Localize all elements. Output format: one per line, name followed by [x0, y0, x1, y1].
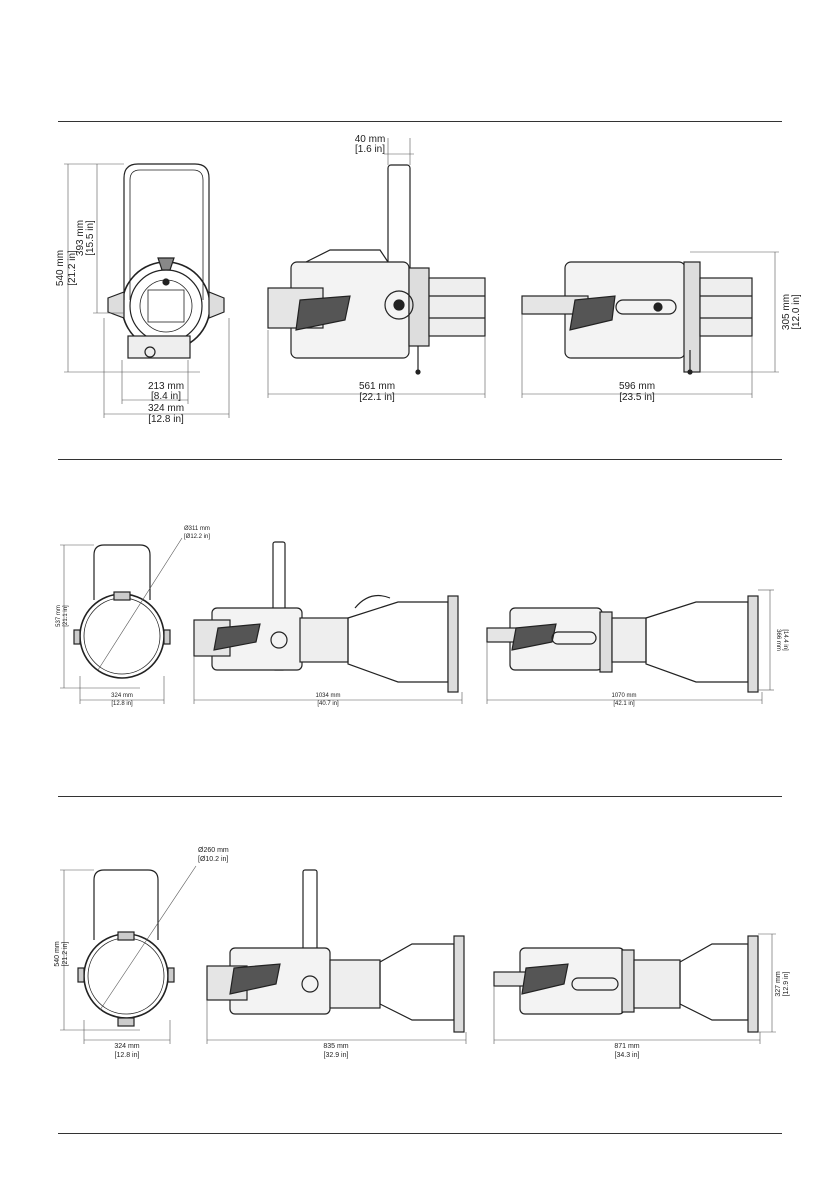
s2-front-height-in: [21.1 in] — [63, 605, 69, 627]
s1-side-b-dimensions — [521, 251, 779, 398]
s1-side-a-yoke-width-in: [1.6 in] — [355, 144, 385, 155]
s1-side-b-length-in: [23.5 in] — [619, 392, 655, 403]
s1-front-width-body-in: [8.4 in] — [151, 391, 181, 402]
s2-side-a-view — [193, 541, 459, 693]
s3-side-b-height-in: [12.9 in] — [783, 971, 790, 996]
s1-side-a-yoke-width: 40 mm — [355, 134, 386, 145]
s2-side-b-height-in: [14.4 in] — [782, 629, 788, 651]
s2-side-b-dimensions — [486, 589, 774, 704]
section-divider-1 — [58, 121, 782, 122]
section-divider-bottom — [58, 1133, 782, 1134]
s2-front-dimensions — [60, 537, 183, 704]
s1-front-width-total-in: [12.8 in] — [148, 414, 184, 425]
s1-front-width-total: 324 mm — [148, 403, 184, 414]
s2-side-a-dimensions — [193, 656, 463, 704]
s3-side-a-length-in: [32.9 in] — [324, 1052, 349, 1059]
s2-front-diameter-in: [Ø12.2 in] — [184, 534, 210, 540]
s3-front-diameter-in: [Ø10.2 in] — [198, 856, 228, 863]
s2-side-b-height: 366 mm — [775, 629, 781, 651]
s3-front-width: 324 mm — [114, 1043, 139, 1050]
s1-front-height-yoke-in: [15.5 in] — [85, 220, 96, 256]
s1-side-a-dimensions — [267, 138, 486, 398]
s3-front-diameter: Ø260 mm — [198, 847, 229, 854]
s2-side-a-length-in: [40.7 in] — [317, 701, 339, 707]
s3-front-height-in: [21.2 in] — [62, 941, 69, 966]
s3-side-b-length: 871 mm — [614, 1043, 639, 1050]
s3-side-a-length: 835 mm — [323, 1043, 348, 1050]
s3-front-view — [77, 869, 175, 1027]
s1-front-width-body: 213 mm — [148, 381, 184, 392]
s1-front-view — [107, 163, 225, 359]
s2-side-a-length: 1034 mm — [315, 693, 340, 699]
section-divider-3 — [58, 796, 782, 797]
s1-side-b-view — [521, 261, 753, 375]
s1-front-height-yoke: 393 mm — [75, 220, 86, 256]
section-divider-2 — [58, 459, 782, 460]
s1-side-a-length: 561 mm — [359, 381, 395, 392]
s1-front-height-total-in: [21.2 in] — [67, 250, 78, 286]
s1-side-b-height-in: [12.0 in] — [791, 294, 802, 330]
s3-front-height: 540 mm — [54, 941, 61, 966]
s3-side-a-dimensions — [206, 1000, 467, 1044]
s2-front-width-in: [12.8 in] — [111, 701, 133, 707]
s1-side-a-view — [267, 164, 486, 375]
s3-side-b-dimensions — [493, 933, 776, 1044]
s3-front-width-in: [12.8 in] — [115, 1052, 140, 1059]
s2-front-view — [73, 544, 171, 679]
s3-side-b-length-in: [34.3 in] — [615, 1052, 640, 1059]
s2-side-b-view — [486, 595, 759, 693]
s2-front-width: 324 mm — [111, 693, 133, 699]
s1-side-b-height: 305 mm — [781, 294, 792, 330]
s3-side-a-view — [206, 869, 465, 1033]
s2-side-b-length: 1070 mm — [611, 693, 636, 699]
s1-side-a-length-in: [22.1 in] — [359, 392, 395, 403]
s2-front-height: 537 mm — [56, 605, 62, 627]
s3-front-dimensions — [60, 865, 197, 1044]
s2-side-b-length-in: [42.1 in] — [613, 701, 635, 707]
s3-side-b-height: 327 mm — [775, 971, 782, 996]
s1-front-dimensions — [64, 163, 230, 418]
s2-front-diameter: Ø311 mm — [184, 526, 210, 532]
s3-side-b-view — [493, 935, 759, 1033]
s1-side-b-length: 596 mm — [619, 381, 655, 392]
s1-front-height-total: 540 mm — [55, 250, 66, 286]
